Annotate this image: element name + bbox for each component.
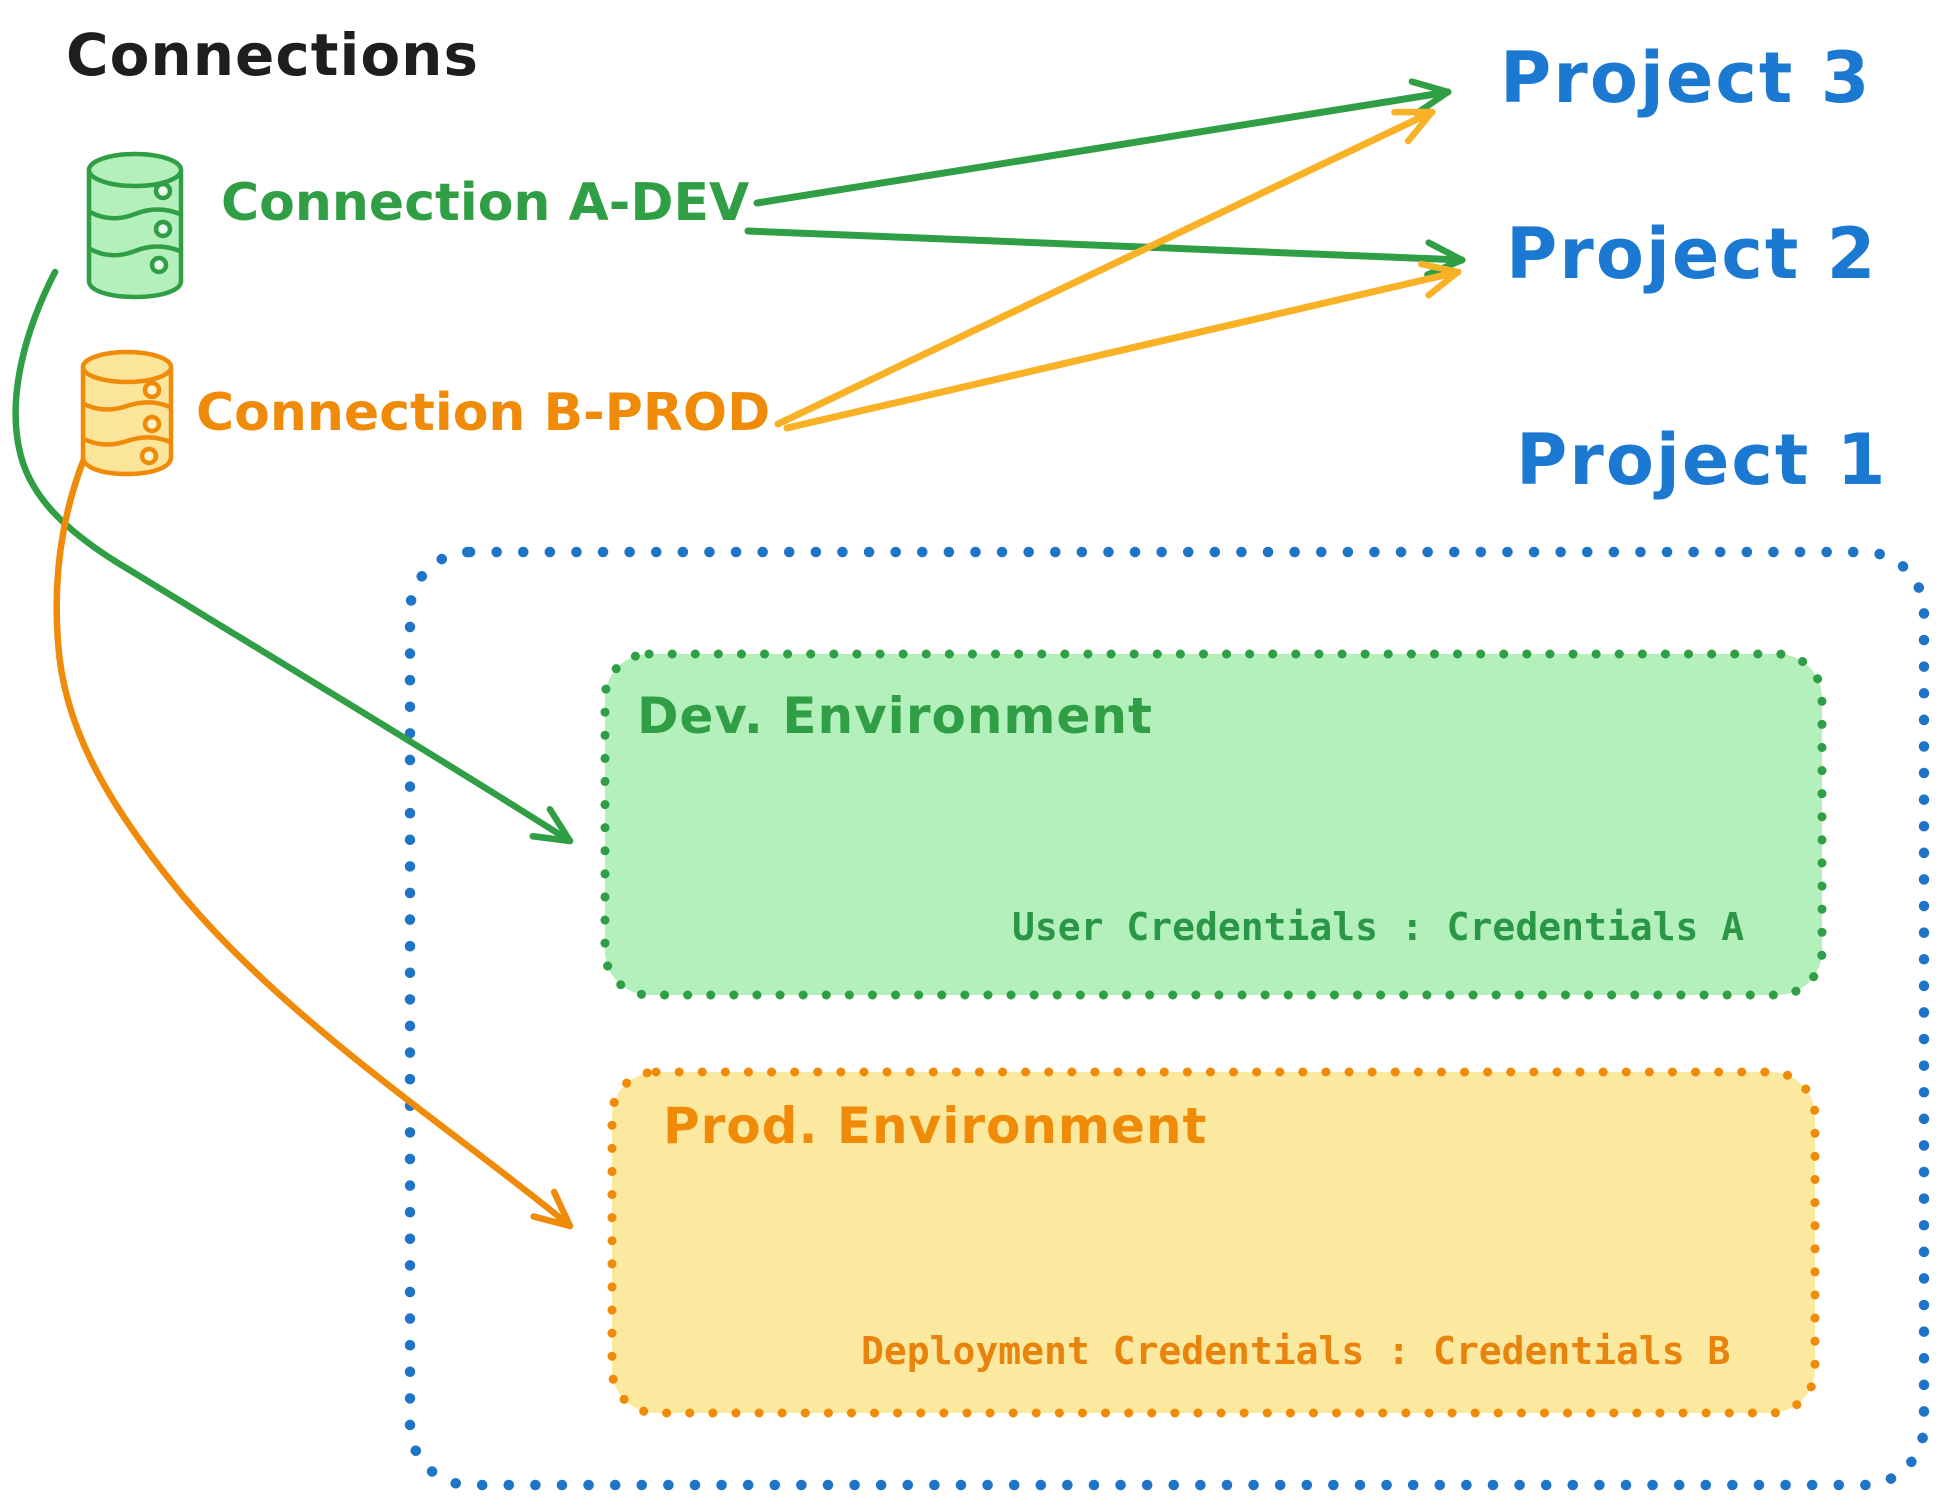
arrow-a-dev-to-project-2 bbox=[744, 227, 1466, 278]
diagram-title: Connections bbox=[66, 21, 479, 89]
connection-a-dev-label: Connection A-DEV bbox=[221, 173, 750, 233]
prod-environment-title: Prod. Environment bbox=[663, 1097, 1208, 1155]
project-2-label: Project 2 bbox=[1506, 213, 1878, 295]
connection-b-prod-label: Connection B-PROD bbox=[196, 383, 771, 443]
database-icon-dev bbox=[86, 151, 184, 300]
dev-environment-credentials: User Credentials : Credentials A bbox=[1012, 905, 1745, 949]
database-icon-prod bbox=[80, 349, 174, 477]
prod-environment-credentials: Deployment Credentials : Credentials B bbox=[861, 1329, 1731, 1373]
arrow-a-dev-to-dev-environment bbox=[12, 268, 574, 845]
project-3-label: Project 3 bbox=[1500, 37, 1872, 119]
dev-environment-box bbox=[600, 649, 1827, 1000]
project-1-label: Project 1 bbox=[1516, 419, 1888, 501]
prod-environment-box bbox=[607, 1067, 1820, 1418]
arrow-a-dev-to-project-3 bbox=[753, 78, 1452, 207]
arrow-b-prod-to-prod-environment bbox=[53, 426, 574, 1230]
arrow-b-prod-to-project-2 bbox=[783, 260, 1462, 432]
dev-environment-title: Dev. Environment bbox=[637, 687, 1153, 745]
arrow-b-prod-to-project-3 bbox=[774, 108, 1436, 428]
